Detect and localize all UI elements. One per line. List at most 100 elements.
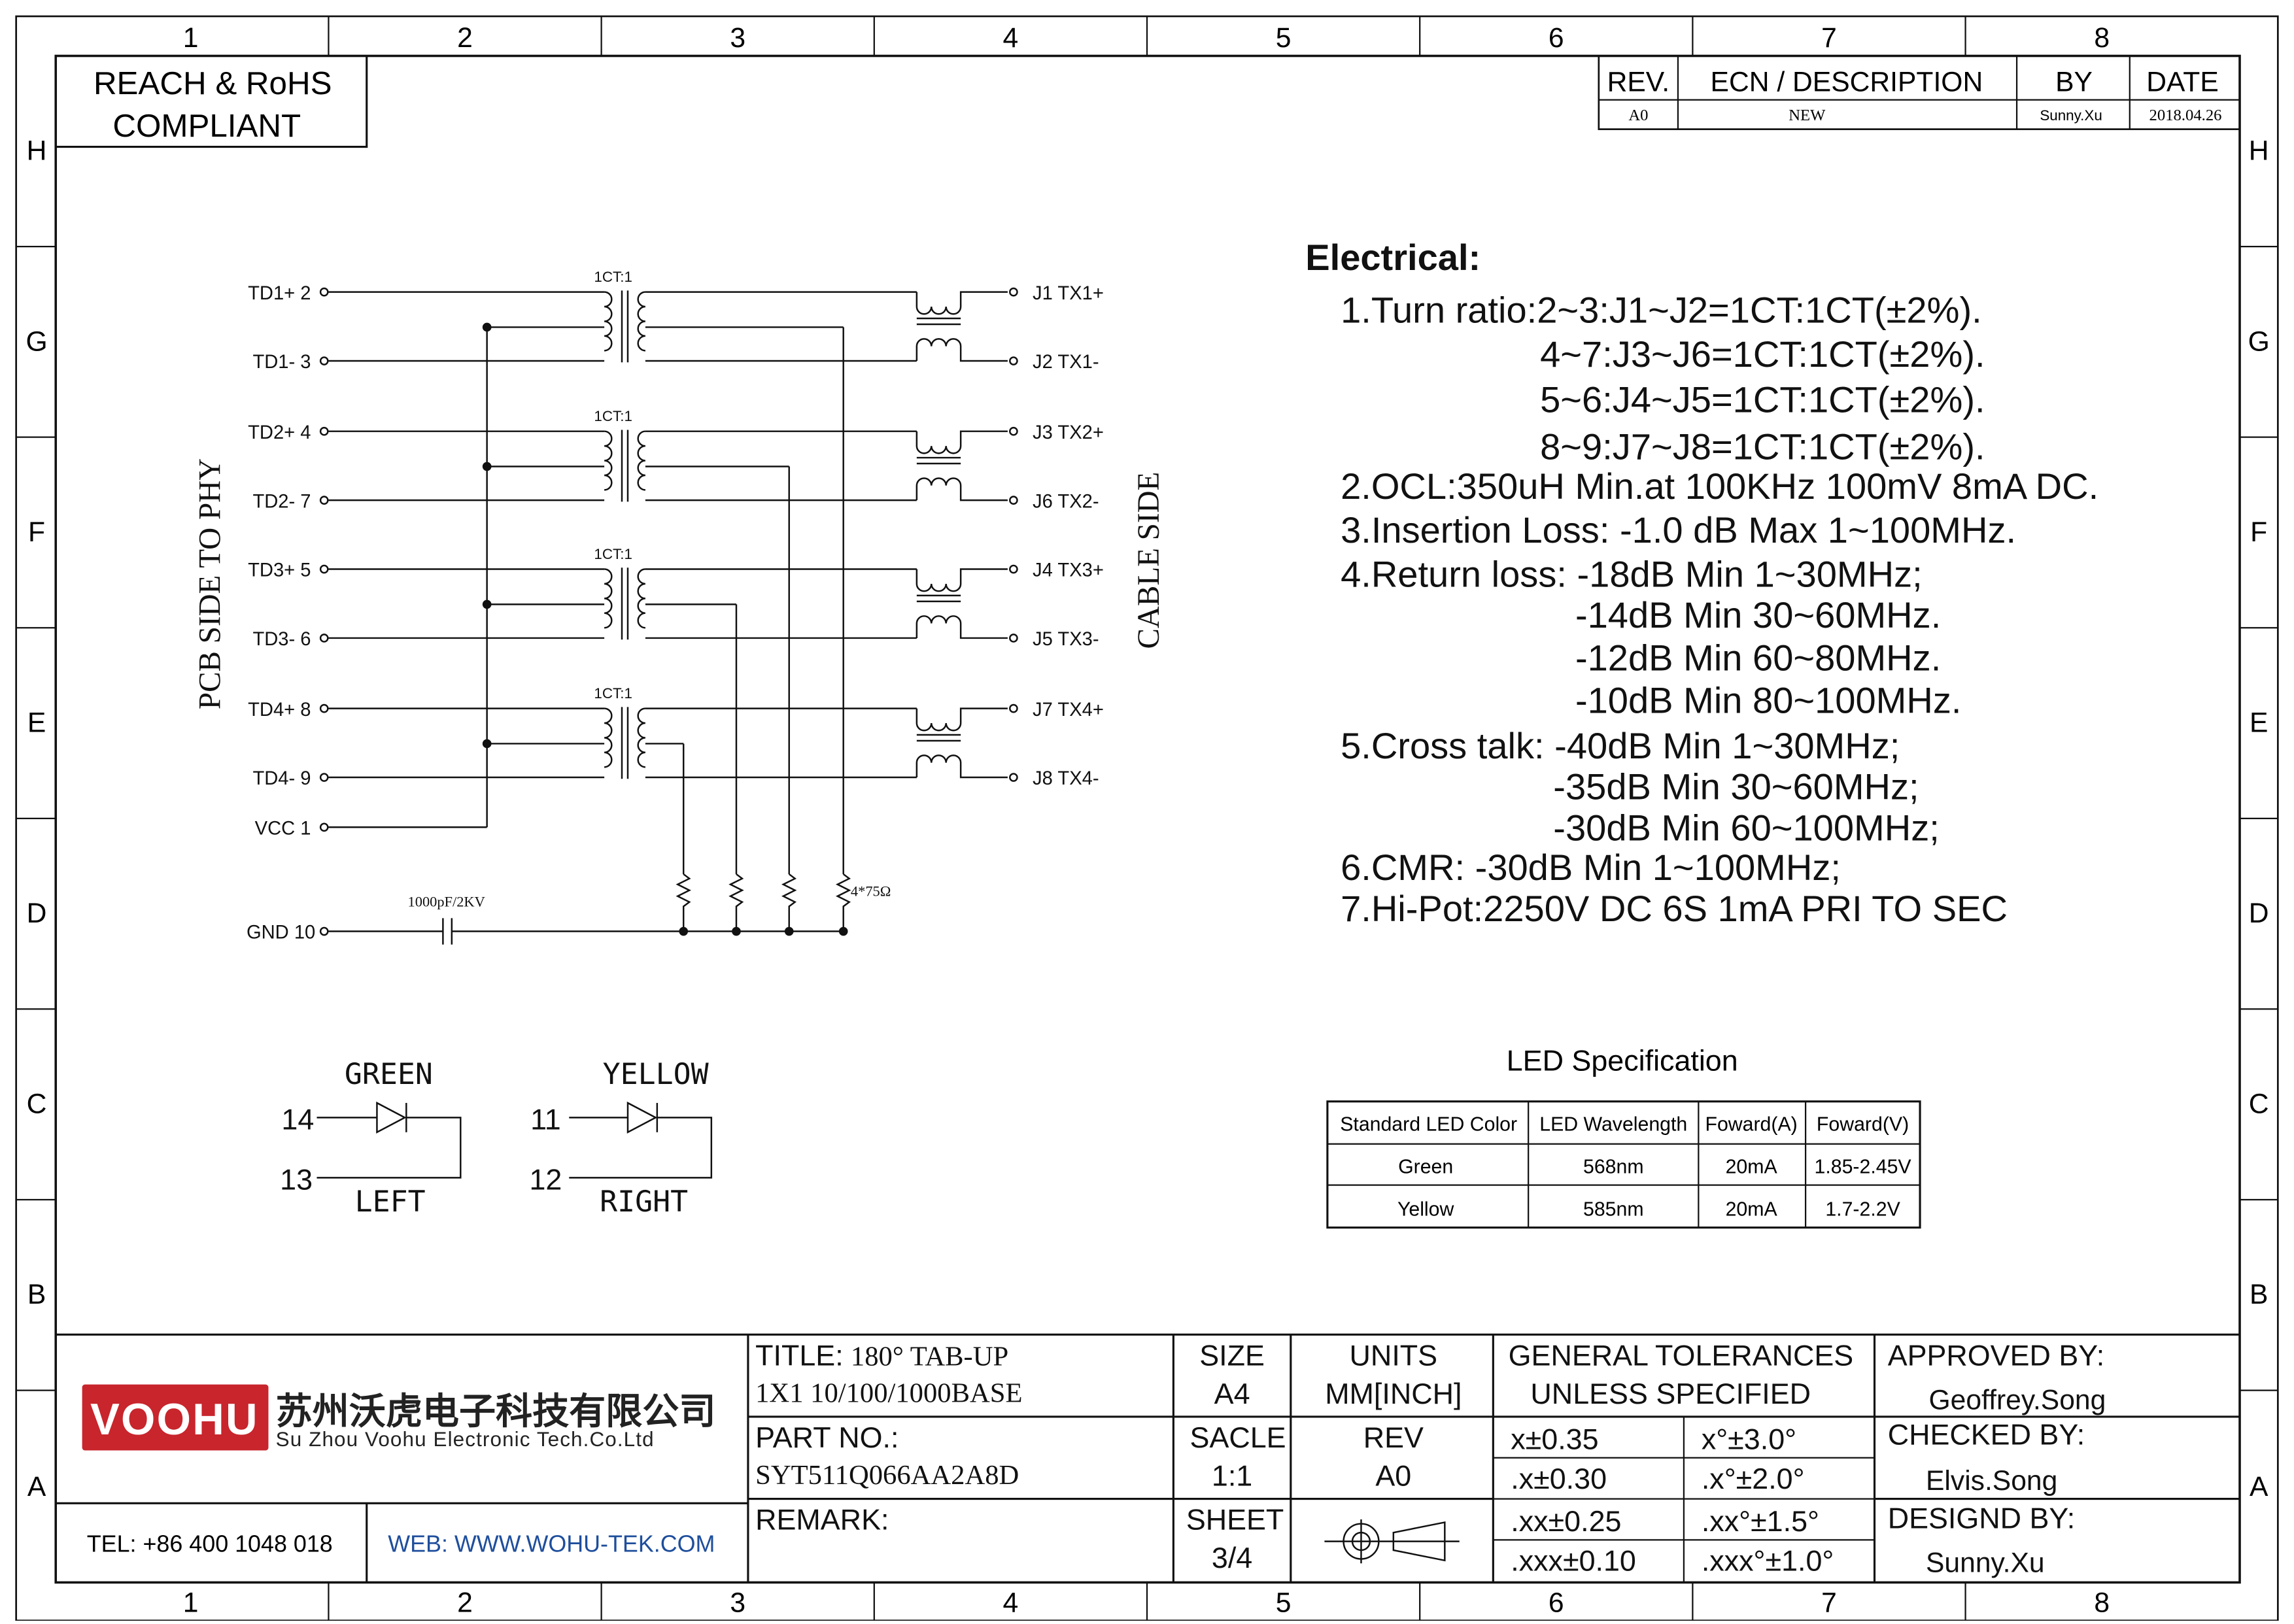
pin-label-j6: J6 TX2- (1033, 491, 1099, 512)
part-label: PART NO.: (755, 1421, 899, 1454)
pin-label-j2: J2 TX1- (1033, 352, 1099, 373)
zone-row-label: B (27, 1279, 46, 1310)
ratio-label: 1CT:1 (594, 546, 632, 562)
zone-col-label: 3 (730, 1587, 745, 1618)
zone-row-label: D (2249, 898, 2269, 929)
units-label: UNITS (1350, 1338, 1438, 1372)
led-cell: 568nm (1583, 1157, 1644, 1178)
termination-network: 4*75Ω 1000pF/2KV (319, 327, 891, 945)
sheet-value: 3/4 (1212, 1541, 1252, 1574)
spec-line: 7.Hi-Pot:2250V DC 6S 1mA PRI TO SEC (1341, 888, 2008, 929)
zone-row-label: C (2249, 1089, 2269, 1120)
logo-text: VOOHU (90, 1395, 259, 1444)
rev-label: REV (1363, 1421, 1424, 1454)
pin-label-td4n: TD4- 9 (252, 768, 311, 789)
pin-label-td2p: TD2+ 4 (248, 422, 311, 443)
zone-row-label: G (2248, 326, 2270, 357)
title-line1: 180° TAB-UP (851, 1341, 1008, 1372)
tolerance-linear: .xx±0.25 (1511, 1504, 1621, 1538)
electrical-heading: Electrical: (1305, 237, 1481, 278)
by-value: Sunny.Xu (2040, 107, 2102, 124)
zone-col-label: 6 (1549, 22, 1564, 54)
led-header: LED Wavelength (1539, 1114, 1687, 1136)
ratio-label: 1CT:1 (594, 269, 632, 285)
pcb-side-label: PCB SIDE TO PHY (193, 458, 227, 709)
tolerance-linear: .xxx±0.10 (1511, 1544, 1636, 1577)
company-block: VOOHU 苏州沃虎电子科技有限公司 Su Zhou Voohu Electro… (82, 1384, 715, 1557)
tolerance-linear: .x±0.30 (1511, 1462, 1607, 1495)
tolerance-angular: .x°±2.0° (1702, 1462, 1805, 1495)
compliance-line2: COMPLIANT (112, 108, 301, 144)
pin-label-j5: J5 TX3- (1033, 629, 1099, 650)
led-left: GREEN 14 13 LEFT (280, 1057, 462, 1219)
spec-line: 6.CMR: -30dB Min 1~100MHz; (1341, 847, 1841, 888)
led-pin-12: 12 (529, 1162, 562, 1196)
zone-col-label: 3 (730, 22, 745, 54)
projection-symbol-icon (1324, 1519, 1460, 1564)
led-cell: 1.85-2.45V (1815, 1157, 1912, 1178)
by-header: BY (2055, 66, 2093, 97)
pin-label-gnd: GND 10 (247, 922, 315, 943)
ecn-header: ECN / DESCRIPTION (1711, 66, 1983, 97)
revision-table: REV. ECN / DESCRIPTION BY DATE A0 NEW Su… (1598, 55, 2241, 130)
zone-col-label: 6 (1549, 1587, 1564, 1618)
pin-label-vcc: VCC 1 (255, 819, 311, 839)
ratio-label: 1CT:1 (594, 685, 632, 702)
spec-line: -30dB Min 60~100MHz; (1553, 807, 1940, 848)
zone-col-label: 4 (1003, 22, 1019, 54)
tolerance-angular: .xx°±1.5° (1702, 1504, 1819, 1538)
title-line2: 1X1 10/100/1000BASE (755, 1378, 1022, 1409)
voohu-logo (82, 1384, 269, 1451)
vcc-bus (319, 322, 492, 832)
compliance-line1: REACH & RoHS (94, 65, 332, 101)
checked-label: CHECKED BY: (1888, 1418, 2085, 1451)
tolerance-angular: .xxx°±1.0° (1702, 1544, 1834, 1577)
zone-col-label: 1 (183, 22, 199, 54)
company-tel: TEL: +86 400 1048 018 (87, 1531, 333, 1557)
zone-col-label: 5 (1276, 1587, 1292, 1618)
zone-col-label: 5 (1276, 22, 1292, 54)
zone-ticks (16, 16, 2278, 1621)
pin-label-j4: J4 TX3+ (1033, 560, 1104, 581)
spec-line: -14dB Min 30~60MHz. (1575, 594, 1941, 635)
zone-row-label: D (27, 898, 47, 929)
checked-by: Elvis.Song (1926, 1465, 2057, 1497)
zone-row-label: B (2250, 1279, 2268, 1310)
zone-col-label: 8 (2094, 1587, 2110, 1618)
zone-col-label: 7 (1821, 22, 1837, 54)
rev-value: A0 (1628, 107, 1648, 124)
led-pin-13: 13 (280, 1162, 313, 1196)
electrical-spec: Electrical: 1.Turn ratio:2~3:J1~J2=1CT:1… (1305, 237, 2098, 929)
ratio-label: 1CT:1 (594, 408, 632, 424)
led-spec-table: LED Specification Standard LED Color LED… (1326, 1044, 1921, 1229)
size-value: A4 (1214, 1377, 1250, 1410)
tolerance-block: GENERAL TOLERANCES UNLESS SPECIFIED x±0.… (1509, 1338, 1854, 1577)
led-cell: 20mA (1726, 1157, 1778, 1178)
channel-2 (319, 426, 1018, 505)
led-color-yellow: YELLOW (603, 1057, 709, 1091)
spec-line: 5~6:J4~J5=1CT:1CT(±2%). (1540, 379, 1985, 420)
approved-label: APPROVED BY: (1888, 1338, 2104, 1372)
date-header: DATE (2146, 66, 2218, 97)
led-header: Foward(A) (1705, 1114, 1797, 1136)
led-cell: 20mA (1726, 1199, 1778, 1221)
spec-line: 4.Return loss: -18dB Min 1~30MHz; (1341, 553, 1923, 594)
company-name-en: Su Zhou Voohu Electronic Tech.Co.Ltd (276, 1428, 655, 1451)
tolerance-title-2: UNLESS SPECIFIED (1530, 1377, 1811, 1410)
spec-line: -10dB Min 80~100MHz. (1575, 679, 1962, 720)
units-value: MM[INCH] (1325, 1377, 1462, 1410)
designed-label: DESIGND BY: (1888, 1501, 2076, 1534)
pin-label-td3p: TD3+ 5 (248, 560, 311, 581)
company-web[interactable]: WEB: WWW.WOHU-TEK.COM (388, 1531, 715, 1557)
zone-row-label: E (27, 707, 46, 739)
led-cell: 585nm (1583, 1199, 1644, 1221)
pin-label-td2n: TD2- 7 (252, 491, 311, 512)
spec-line: -12dB Min 60~80MHz. (1575, 637, 1941, 678)
zone-col-label: 1 (183, 1587, 199, 1618)
title-label: TITLE: (755, 1338, 844, 1372)
led-header: Standard LED Color (1340, 1114, 1517, 1136)
scale-label: SACLE (1190, 1421, 1286, 1454)
zone-row-label: G (26, 326, 47, 357)
zone-col-label: 7 (1821, 1587, 1837, 1618)
ecn-value: NEW (1789, 107, 1826, 124)
